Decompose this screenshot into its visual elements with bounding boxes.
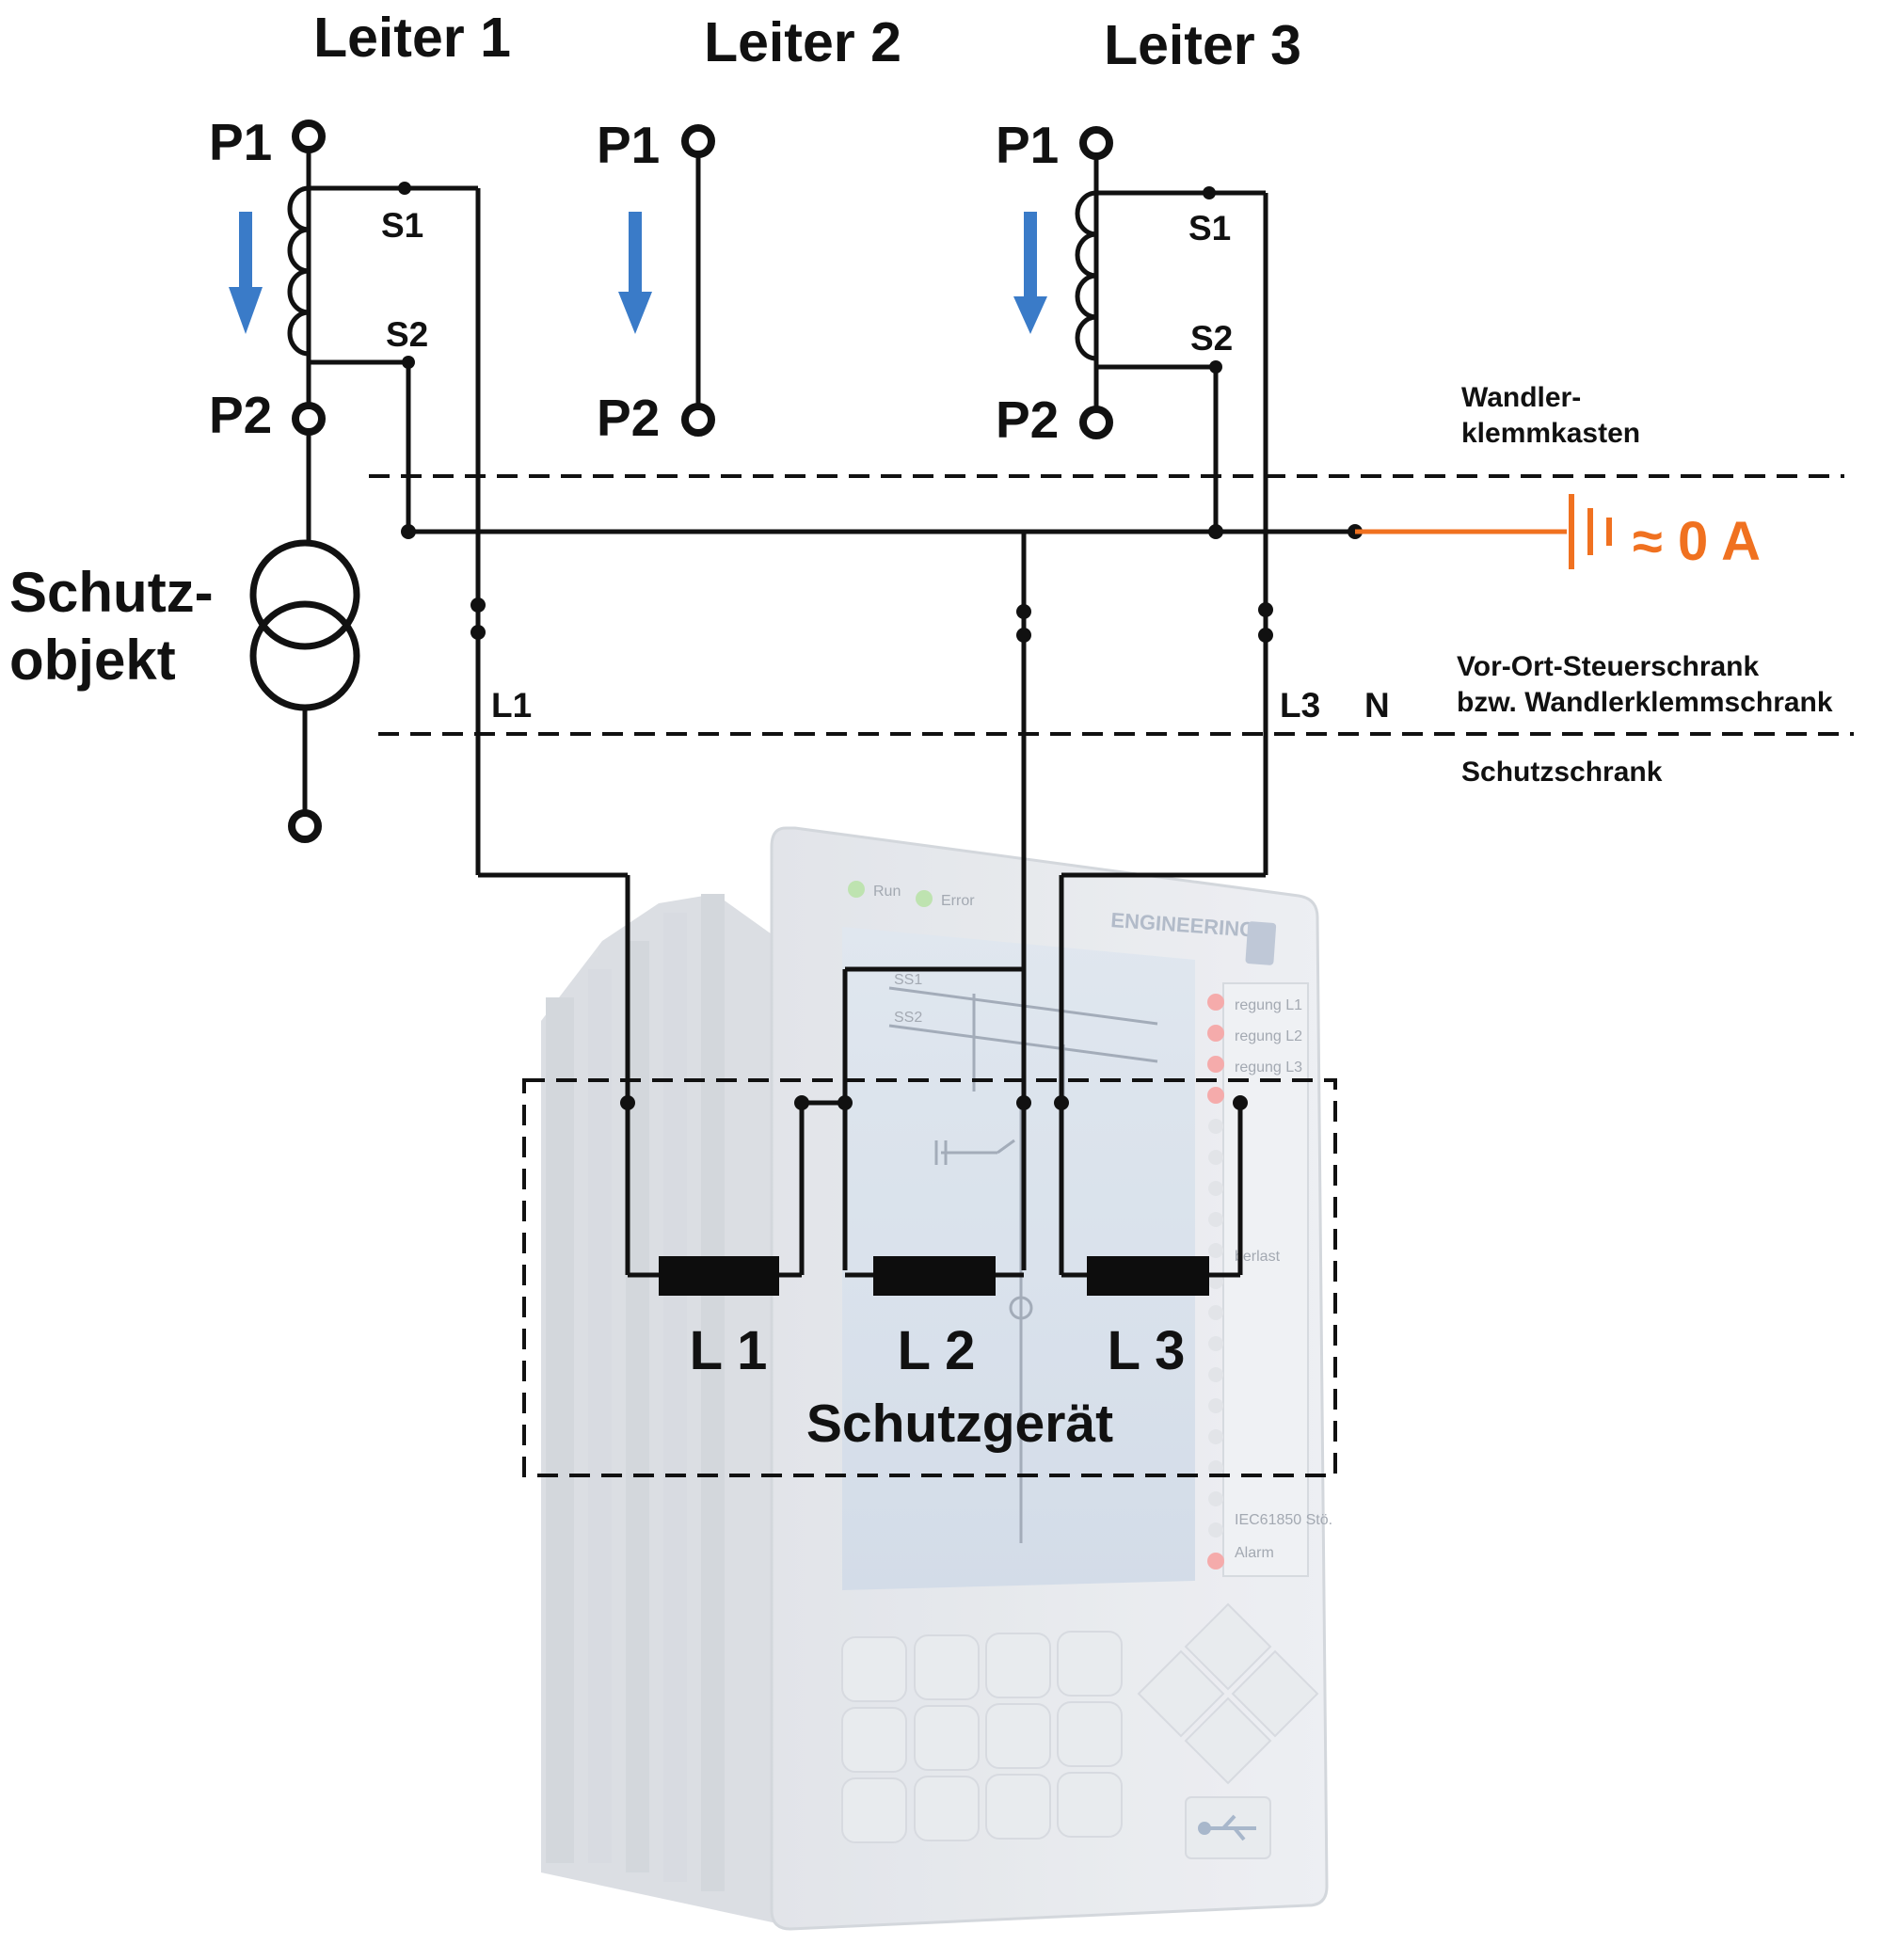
led-label: regung L3 — [1235, 1060, 1302, 1076]
zone-label-ct-box-2: klemmkasten — [1461, 418, 1640, 449]
led-run-label: Run — [873, 884, 901, 900]
terminal-s2-label: S2 — [1190, 319, 1233, 358]
terminal-p1 — [292, 120, 326, 153]
device-keypad — [841, 1602, 1319, 1859]
protected-object-label-2: objekt — [9, 629, 176, 692]
usb-icon — [1198, 1814, 1256, 1841]
terminal-p2-label: P2 — [996, 390, 1059, 449]
led-label: IEC61850 Stö. — [1235, 1512, 1332, 1528]
led-label: berlast — [1235, 1249, 1281, 1265]
ct-conductor-2 — [681, 124, 715, 437]
conductor-2-label: Leiter 2 — [704, 11, 901, 73]
ct-conductor-1 — [287, 120, 478, 436]
terminal-p2-label: P2 — [597, 389, 660, 447]
measuring-coil-l3 — [1087, 1256, 1209, 1296]
led-label: regung L2 — [1235, 1028, 1302, 1044]
terminal-p1 — [1079, 126, 1113, 160]
zone-label-local-cabinet-2: bzw. Wandlerklemmschrank — [1457, 687, 1833, 718]
protection-device-image: Run Error ENGINEERING SS1 SS2 — [541, 826, 1332, 1931]
terminal-p2 — [1079, 406, 1113, 439]
measuring-coil-l1 — [659, 1256, 779, 1296]
protected-object-label-1: Schutz- — [9, 561, 214, 624]
zone-label-protection-cabinet: Schutzschrank — [1461, 757, 1663, 788]
transformer-terminal — [288, 809, 322, 843]
coil-l2-label: L 2 — [898, 1320, 976, 1381]
ct-conductor-3 — [1075, 126, 1266, 439]
wire-l3-label: L3 — [1280, 686, 1320, 725]
terminal-p2 — [292, 402, 326, 436]
conductor-1-label: Leiter 1 — [313, 7, 511, 69]
terminal-p1-label: P1 — [209, 113, 272, 171]
device-display — [842, 927, 1195, 1590]
current-direction-arrow-icon — [229, 212, 263, 334]
led-error-label: Error — [941, 893, 975, 909]
coil-l3-label: L 3 — [1108, 1320, 1186, 1381]
conductor-3-label: Leiter 3 — [1104, 14, 1301, 76]
zone-label-local-cabinet-1: Vor-Ort-Steuerschrank — [1457, 651, 1760, 682]
led-label: regung L1 — [1235, 997, 1302, 1013]
terminal-s1-label: S1 — [1188, 209, 1231, 247]
neutral-current-label: ≈ 0 A — [1633, 511, 1761, 572]
protection-device-boundary — [522, 1078, 1337, 1477]
transformer-symbol — [249, 433, 360, 843]
zone-label-ct-box-1: Wandler- — [1461, 382, 1581, 413]
protection-device-label: Schutzgerät — [806, 1394, 1113, 1454]
wire-l1-label: L1 — [491, 686, 532, 725]
measuring-inputs — [620, 1095, 1248, 1296]
terminal-p2-label: P2 — [209, 386, 272, 444]
terminal-s2-label: S2 — [386, 315, 428, 354]
coil-l1-label: L 1 — [690, 1320, 768, 1381]
terminal-s1-label: S1 — [381, 206, 423, 245]
current-direction-arrow-icon — [618, 212, 652, 334]
terminal-p1 — [681, 124, 715, 158]
led-label: Alarm — [1235, 1545, 1274, 1561]
neutral-bus — [401, 362, 1612, 569]
terminal-p1-label: P1 — [996, 116, 1059, 174]
secondary-wiring — [470, 188, 1273, 1270]
busbar-2-label: SS2 — [894, 1010, 922, 1026]
measuring-coil-l2 — [873, 1256, 996, 1296]
brand-logo-icon — [1245, 921, 1277, 965]
terminal-p2 — [681, 403, 715, 437]
terminal-p1-label: P1 — [597, 116, 660, 174]
wire-n-label: N — [1364, 686, 1390, 725]
current-direction-arrow-icon — [1013, 212, 1047, 334]
busbar-1-label: SS1 — [894, 972, 922, 988]
